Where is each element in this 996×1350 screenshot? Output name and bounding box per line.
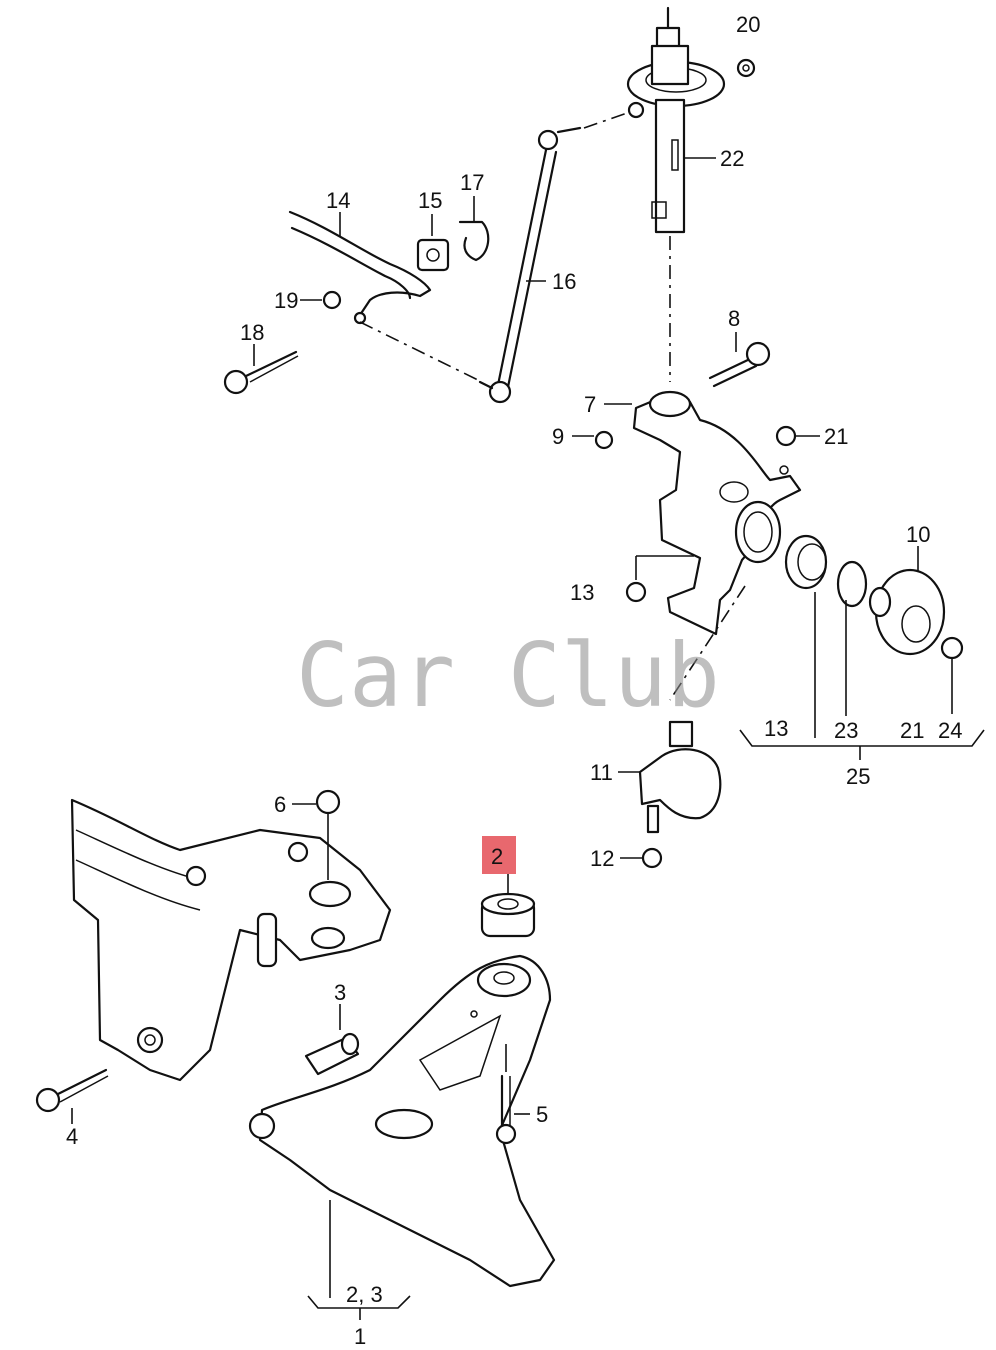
nut-21	[775, 425, 797, 447]
control-arm	[248, 954, 556, 1288]
bracket-1	[307, 1200, 411, 1320]
watermark-text: Car Club	[296, 624, 720, 727]
label-7: 7	[584, 392, 596, 417]
label-15: 15	[418, 188, 442, 213]
bolt-24	[940, 636, 964, 660]
label-19: 19	[274, 288, 298, 313]
bushing-15	[416, 238, 450, 272]
label-21-top: 21	[824, 424, 848, 449]
label-17: 17	[460, 170, 484, 195]
steering-knuckle	[594, 390, 802, 701]
label-13-left: 13	[570, 580, 594, 605]
label-20: 20	[736, 12, 760, 37]
nut-19	[322, 290, 342, 310]
highlight-box	[482, 836, 516, 874]
bracket-25	[739, 592, 985, 760]
subframe	[70, 798, 392, 1082]
label-12: 12	[590, 846, 614, 871]
label-2-3: 2, 3	[346, 1282, 383, 1307]
label-4: 4	[66, 1124, 78, 1149]
label-9: 9	[552, 424, 564, 449]
label-10: 10	[906, 522, 930, 547]
part-labels: 20 22 14 15 17 16 19 18 8 7 9 21 10 13 1…	[66, 12, 962, 1349]
stabilizer-bar	[288, 210, 479, 381]
nut-20	[736, 58, 756, 78]
stabilizer-link	[478, 111, 631, 404]
strut-assembly	[626, 6, 726, 382]
wheel-bearing	[784, 534, 828, 590]
bolt-5	[495, 1044, 517, 1145]
label-5: 5	[536, 1102, 548, 1127]
label-25: 25	[846, 764, 870, 789]
label-6: 6	[274, 792, 286, 817]
bolt-8	[708, 341, 771, 388]
bushing-2	[480, 872, 536, 938]
bolt-18	[223, 350, 299, 395]
ball-joint	[638, 720, 722, 869]
nut-6	[315, 789, 341, 880]
clamp-17	[458, 220, 490, 262]
label-8: 8	[728, 306, 740, 331]
label-21-bracket: 21	[900, 718, 924, 743]
label-14: 14	[326, 188, 350, 213]
bolt-4	[35, 1068, 109, 1113]
label-1: 1	[354, 1324, 366, 1349]
leader-lines	[71, 157, 919, 1124]
circlip	[836, 560, 868, 608]
label-22: 22	[720, 146, 744, 171]
label-2: 2	[491, 844, 503, 869]
sleeve-3	[304, 1004, 360, 1076]
nut-13	[625, 555, 694, 603]
label-24: 24	[938, 718, 962, 743]
label-11: 11	[590, 760, 613, 785]
label-3: 3	[334, 980, 346, 1005]
label-13-bracket: 13	[764, 716, 788, 741]
label-23: 23	[834, 718, 858, 743]
label-16: 16	[552, 269, 576, 294]
wheel-hub	[868, 568, 946, 656]
label-18: 18	[240, 320, 264, 345]
